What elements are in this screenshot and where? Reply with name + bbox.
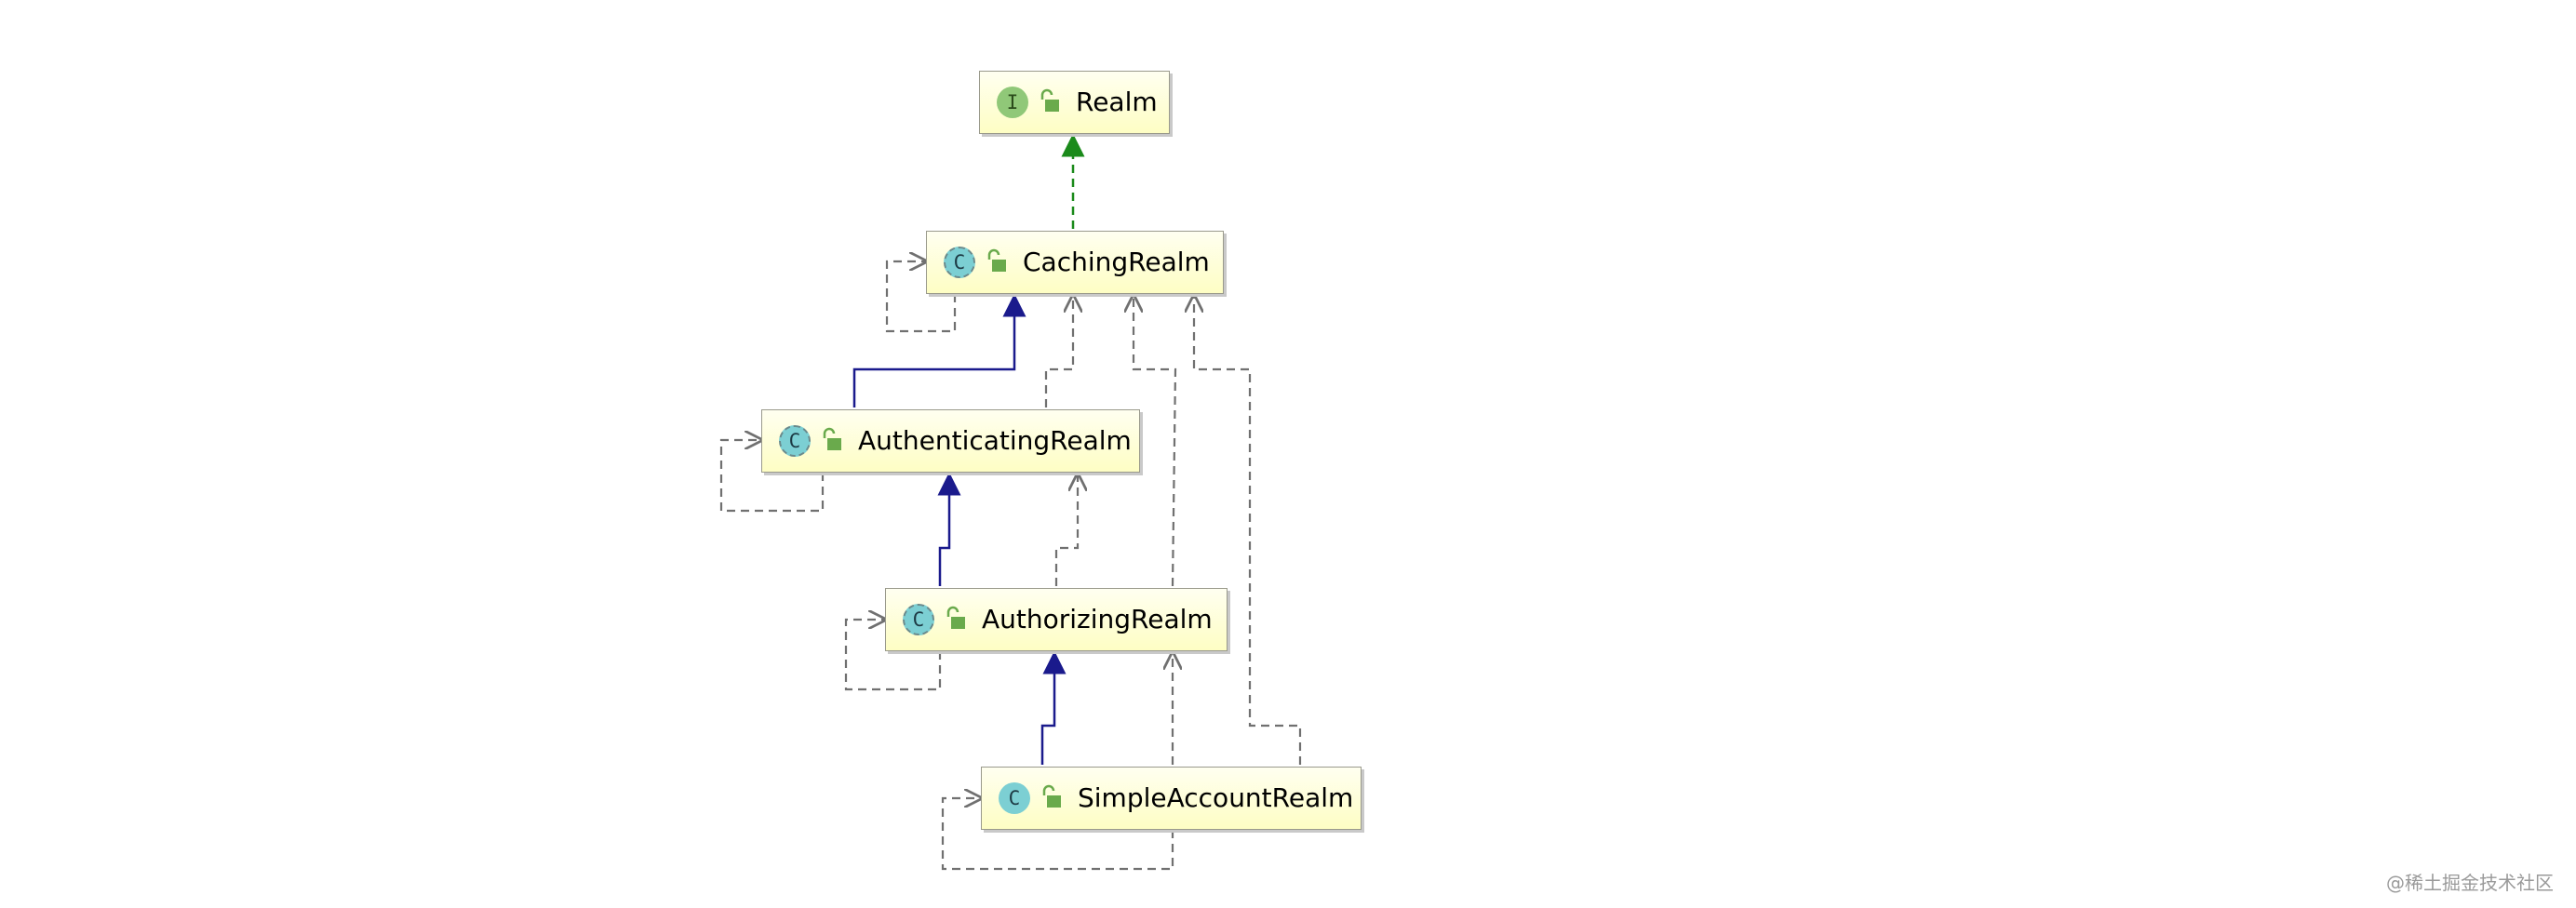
watermark: @稀土掘金技术社区: [2386, 872, 2554, 894]
public-lock-icon: [987, 248, 1006, 272]
edge-self-caching: [885, 261, 957, 333]
public-lock-icon: [1042, 784, 1061, 808]
edge-dep-simple-caching: [1194, 296, 1302, 765]
node-simple-account-realm[interactable]: C SimpleAccountRealm: [981, 767, 1362, 830]
node-realm[interactable]: I Realm: [979, 71, 1170, 134]
node-authenticating-realm[interactable]: C AuthenticatingRealm: [761, 409, 1140, 473]
edge-self-authorizing: [844, 620, 942, 691]
interface-icon: I: [997, 87, 1028, 118]
abstract-class-icon: C: [903, 604, 934, 635]
node-caching-realm[interactable]: C CachingRealm: [926, 231, 1224, 294]
class-icon: C: [999, 782, 1030, 814]
node-label: CachingRealm: [1023, 247, 1210, 277]
public-lock-icon: [946, 606, 965, 629]
edge-dep-authenticating-caching: [1044, 296, 1073, 407]
node-label: AuthenticatingRealm: [858, 425, 1132, 456]
edge-dep-authorizing-caching: [1134, 296, 1177, 587]
edge-dep-authorizing-authenticating: [1054, 474, 1078, 586]
abstract-class-icon: C: [779, 425, 811, 457]
node-authorizing-realm[interactable]: C AuthorizingRealm: [885, 588, 1228, 651]
node-label: AuthorizingRealm: [982, 604, 1213, 634]
abstract-class-icon: C: [944, 247, 975, 278]
edge-extends-simple-authorizing: [1040, 650, 1067, 765]
node-label: SimpleAccountRealm: [1078, 782, 1354, 813]
public-lock-icon: [823, 427, 841, 450]
edge-self-authenticating: [719, 440, 825, 513]
edge-extends-authorizing-authenticating: [937, 472, 961, 586]
public-lock-icon: [1040, 88, 1059, 112]
node-label: Realm: [1076, 87, 1158, 117]
edge-self-simple: [941, 798, 1174, 871]
edge-extends-authenticating-caching: [852, 293, 1026, 407]
